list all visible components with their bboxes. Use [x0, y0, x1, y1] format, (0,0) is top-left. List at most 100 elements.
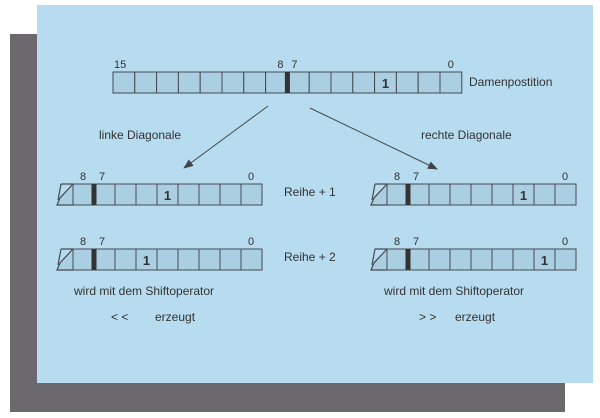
bit-cell-1: [533, 183, 556, 206]
bit-cell-5: [449, 183, 472, 206]
bit-cell-8: [72, 248, 95, 271]
bit-cell-2: [198, 248, 221, 271]
bit-cell-8: [265, 71, 288, 94]
byte-separator: [405, 249, 411, 270]
left-caption-line1: wird mit dem Shiftoperator: [73, 284, 214, 298]
bit-cell-10: [221, 71, 245, 94]
queen-bit-marker: 1: [382, 76, 389, 91]
bit-cell-0: [439, 71, 463, 94]
bit-cell-6: [308, 71, 332, 94]
bit-cell-8: [386, 183, 409, 206]
bit-cell-0: [554, 183, 577, 206]
byte-separator: [284, 72, 290, 93]
bit-cell-0: [240, 248, 263, 271]
queen-position-label: Damenpostition: [469, 75, 552, 89]
bit-cell-3: [491, 183, 514, 206]
bit-cell-5: [135, 183, 158, 206]
bit-cell-1: [417, 71, 441, 94]
torn-edge-cell: [57, 249, 73, 270]
bit-label-7: 7: [99, 236, 105, 248]
bit-cell-1: [219, 183, 242, 206]
bit-label-7: 7: [99, 171, 105, 183]
bit-label-15: 15: [114, 59, 126, 71]
bit-label-0: 0: [248, 171, 254, 183]
bit-cell-0: [554, 248, 577, 271]
bit-label-0: 0: [562, 171, 568, 183]
bit-cell-6: [428, 183, 451, 206]
bit-label-0: 0: [248, 236, 254, 248]
left-diagonal-arrow: [183, 105, 269, 169]
bit-label-8: 8: [394, 236, 400, 248]
bit-cell-4: [470, 183, 493, 206]
bit-cell-1: [219, 248, 242, 271]
bit-cell-5: [330, 71, 354, 94]
right-caption-line2: erzeugt: [455, 310, 496, 324]
bit-label-8: 8: [277, 59, 283, 71]
queen-bit-marker: 1: [541, 253, 548, 268]
left-operator: < <: [111, 310, 128, 324]
bit-cell-2: [395, 71, 419, 94]
row-plus-1-label: Reihe + 1: [284, 185, 336, 199]
bit-label-7: 7: [413, 171, 419, 183]
bit-cell-7: [93, 248, 116, 271]
torn-edge-cell: [371, 184, 387, 205]
bit-cell-7: [286, 71, 310, 94]
row-plus-2-label: Reihe + 2: [284, 250, 336, 264]
bit-cell-11: [199, 71, 223, 94]
bit-cell-2: [198, 183, 221, 206]
queen-bit-marker: 1: [164, 188, 171, 203]
bit-cell-3: [177, 183, 200, 206]
bit-cell-7: [93, 183, 116, 206]
bit-cell-3: [177, 248, 200, 271]
bit-cell-8: [72, 183, 95, 206]
bit-cell-0: [240, 183, 263, 206]
bit-cell-6: [114, 183, 137, 206]
bit-cell-6: [428, 248, 451, 271]
right-diagonal-label: rechte Diagonale: [421, 128, 512, 142]
right-diagonal-arrow: [309, 107, 438, 170]
left-caption-line2: erzeugt: [155, 310, 196, 324]
torn-edge-cell: [57, 184, 73, 205]
right-operator: > >: [419, 310, 436, 324]
bit-cell-13: [156, 71, 179, 94]
queen-bit-marker: 1: [143, 253, 150, 268]
byte-separator: [91, 249, 97, 270]
bit-cell-7: [407, 248, 430, 271]
bit-cell-4: [470, 248, 493, 271]
torn-edge-cell: [371, 249, 387, 270]
left-diagonal-label: linke Diagonale: [99, 128, 181, 142]
bit-label-0: 0: [562, 236, 568, 248]
bit-label-0: 0: [448, 59, 454, 71]
torn-edge-outline: [56, 183, 74, 206]
bit-cell-2: [512, 248, 535, 271]
torn-edge-outline: [370, 248, 388, 271]
torn-edge-outline: [370, 183, 388, 206]
bit-cell-8: [386, 248, 409, 271]
bit-label-7: 7: [413, 236, 419, 248]
bit-label-8: 8: [80, 236, 86, 248]
byte-separator: [405, 184, 411, 205]
bit-cell-4: [156, 248, 179, 271]
bit-cell-3: [491, 248, 514, 271]
bit-label-8: 8: [80, 171, 86, 183]
bit-cell-5: [449, 248, 472, 271]
bit-cell-14: [134, 71, 158, 94]
bit-cell-4: [352, 71, 376, 94]
bit-cell-6: [114, 248, 137, 271]
queen-bit-marker: 1: [520, 188, 527, 203]
bit-label-8: 8: [394, 171, 400, 183]
bit-cell-12: [177, 71, 201, 94]
bit-cell-7: [407, 183, 430, 206]
torn-edge-outline: [56, 248, 74, 271]
right-caption-line1: wird mit dem Shiftoperator: [383, 284, 524, 298]
bit-cell-15: [112, 71, 136, 94]
bit-cell-9: [243, 71, 267, 94]
bit-label-7: 7: [291, 59, 297, 71]
byte-separator: [91, 184, 97, 205]
